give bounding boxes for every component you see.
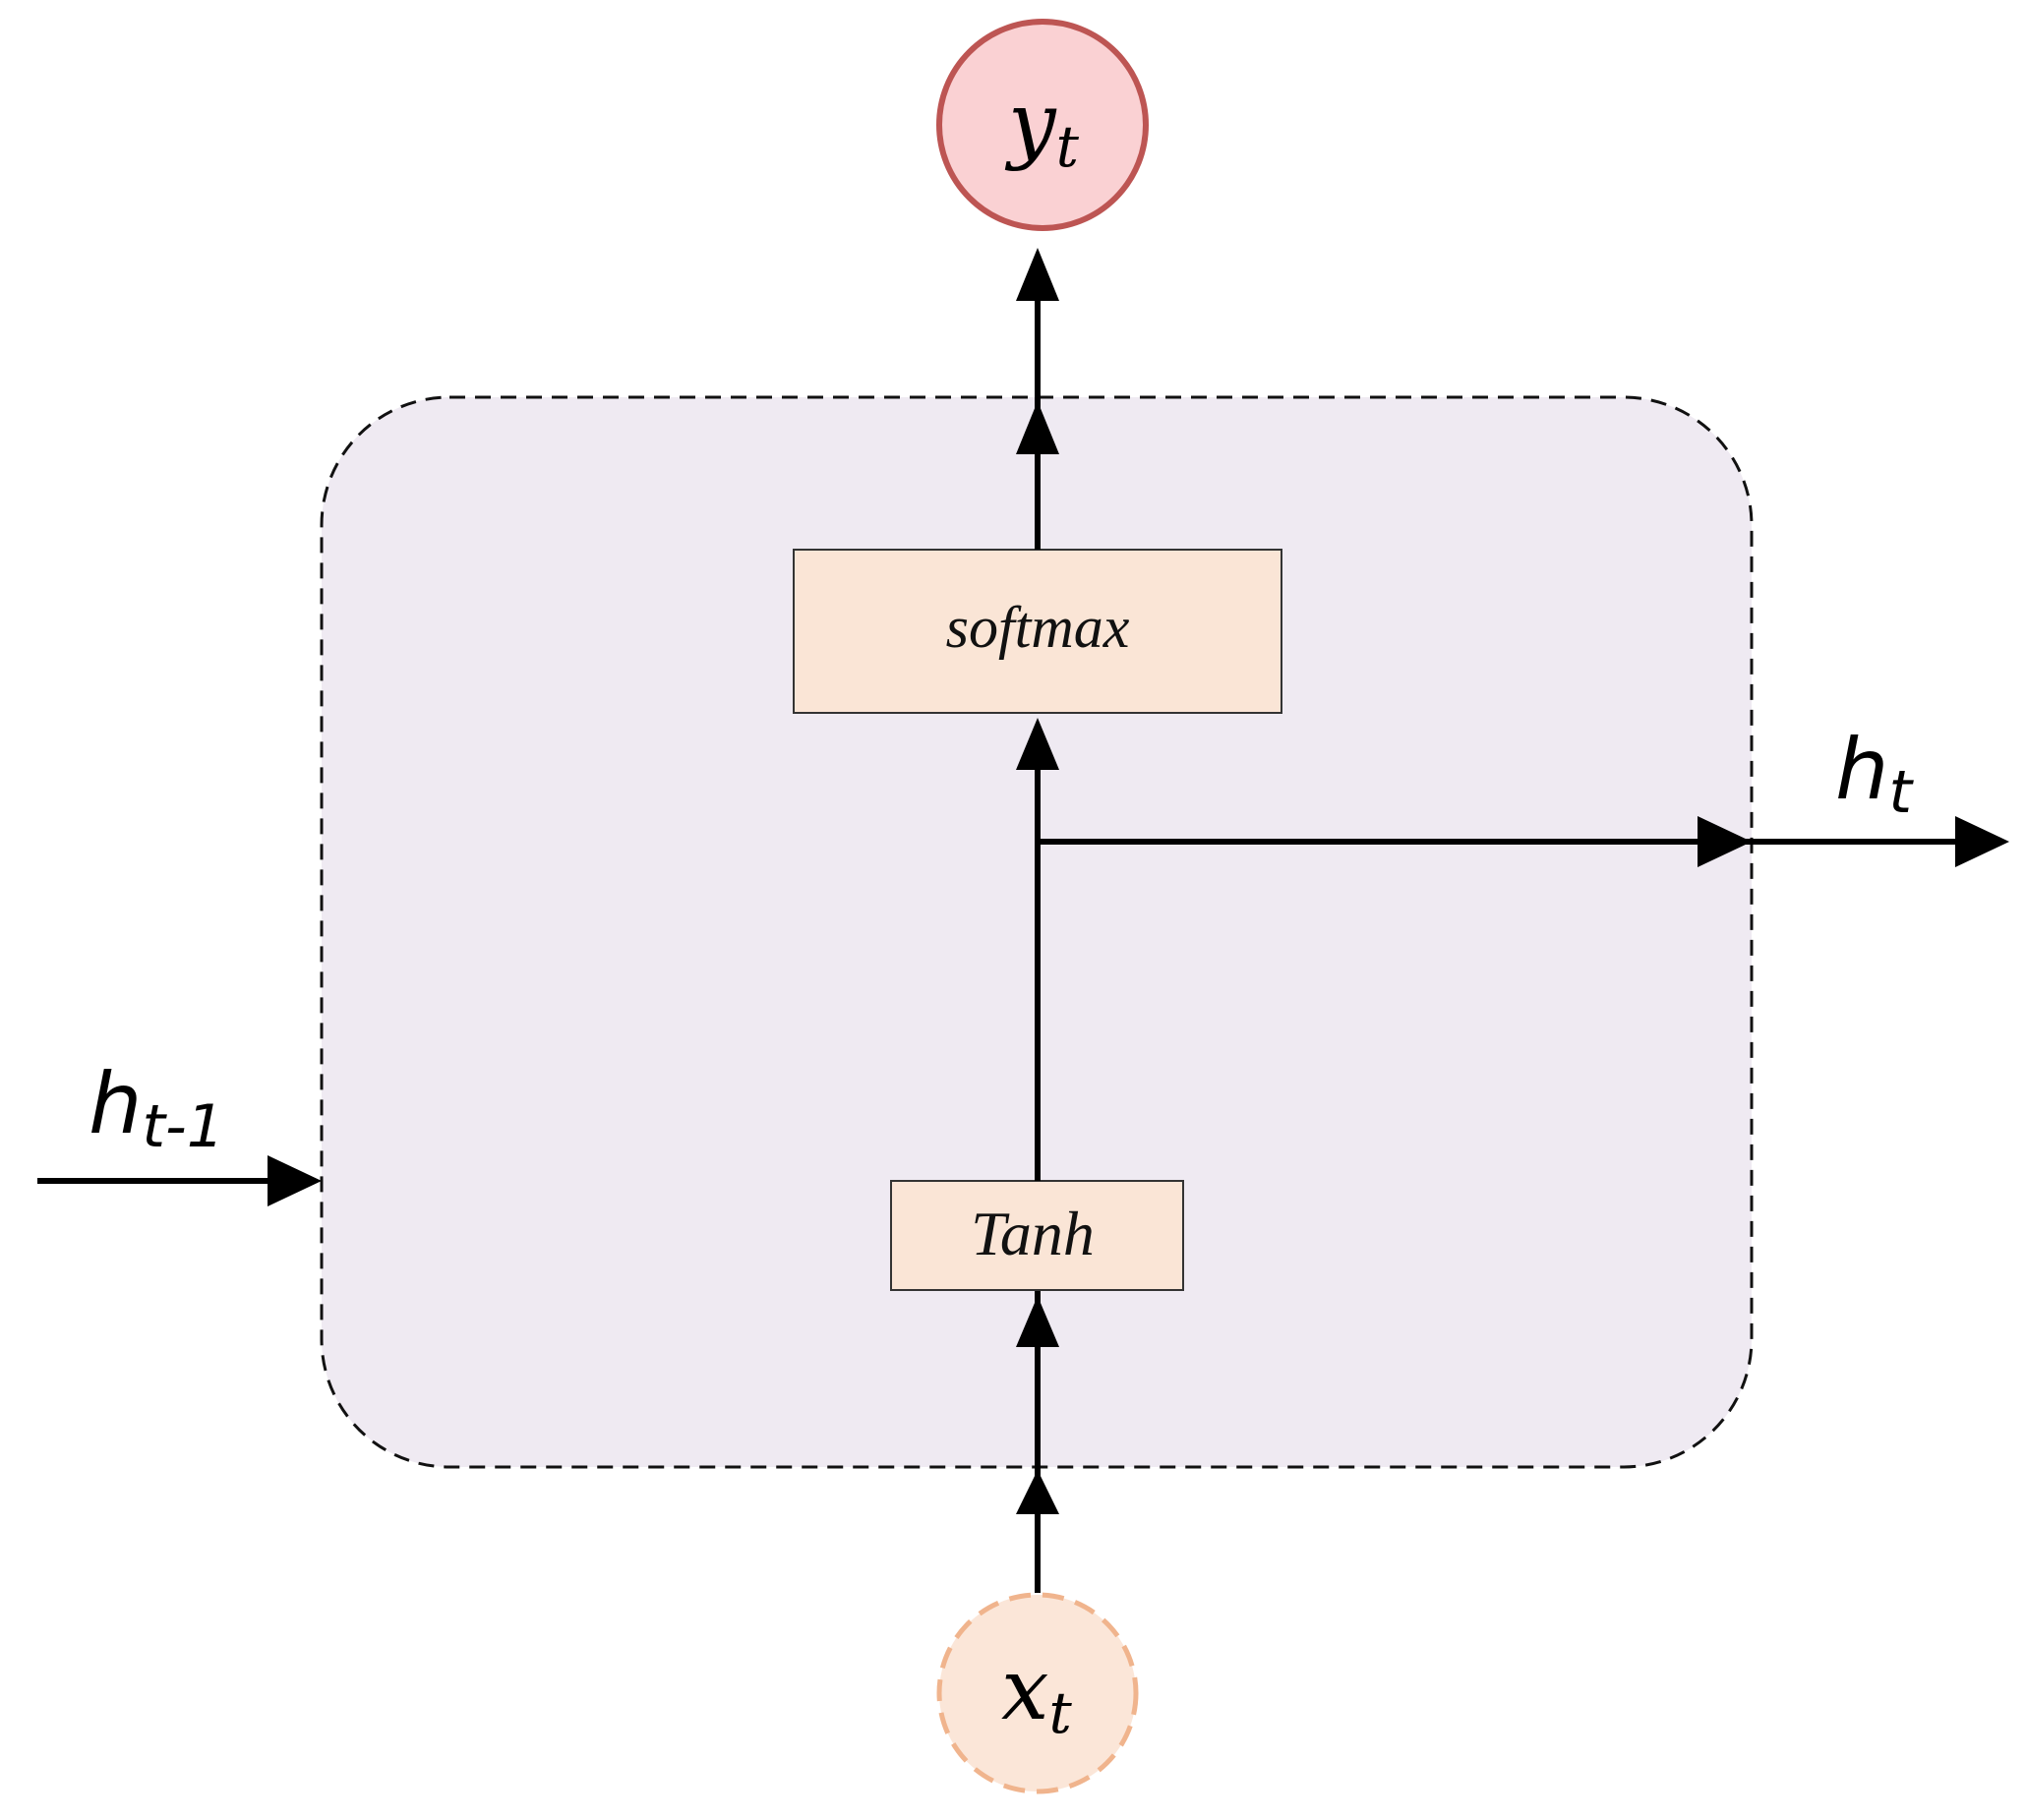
softmax-out-arrow-upper	[1016, 248, 1059, 301]
hidden-out-arrow-inner	[1698, 816, 1752, 867]
hidden-out-arrow-outer	[1955, 816, 2009, 867]
tanh-label: Tanh	[971, 1199, 1095, 1268]
softmax-box	[793, 549, 1282, 714]
hidden-out-label: ht	[1835, 721, 1915, 827]
tanh-box	[890, 1180, 1184, 1291]
input-node-label: xt	[1001, 1641, 1073, 1746]
output-node-label: yt	[1004, 75, 1080, 180]
tanh-to-softmax-arrow	[1016, 718, 1059, 770]
softmax-label: softmax	[946, 595, 1130, 660]
input-node	[936, 1592, 1139, 1794]
output-node	[936, 19, 1149, 231]
softmax-out-arrow-lower	[1016, 401, 1059, 454]
hidden-in-label: ht-1	[89, 1055, 224, 1161]
input-arrow-upper	[1016, 1296, 1059, 1347]
hidden-in-arrow	[268, 1155, 322, 1206]
input-arrow-lower	[1016, 1470, 1059, 1514]
